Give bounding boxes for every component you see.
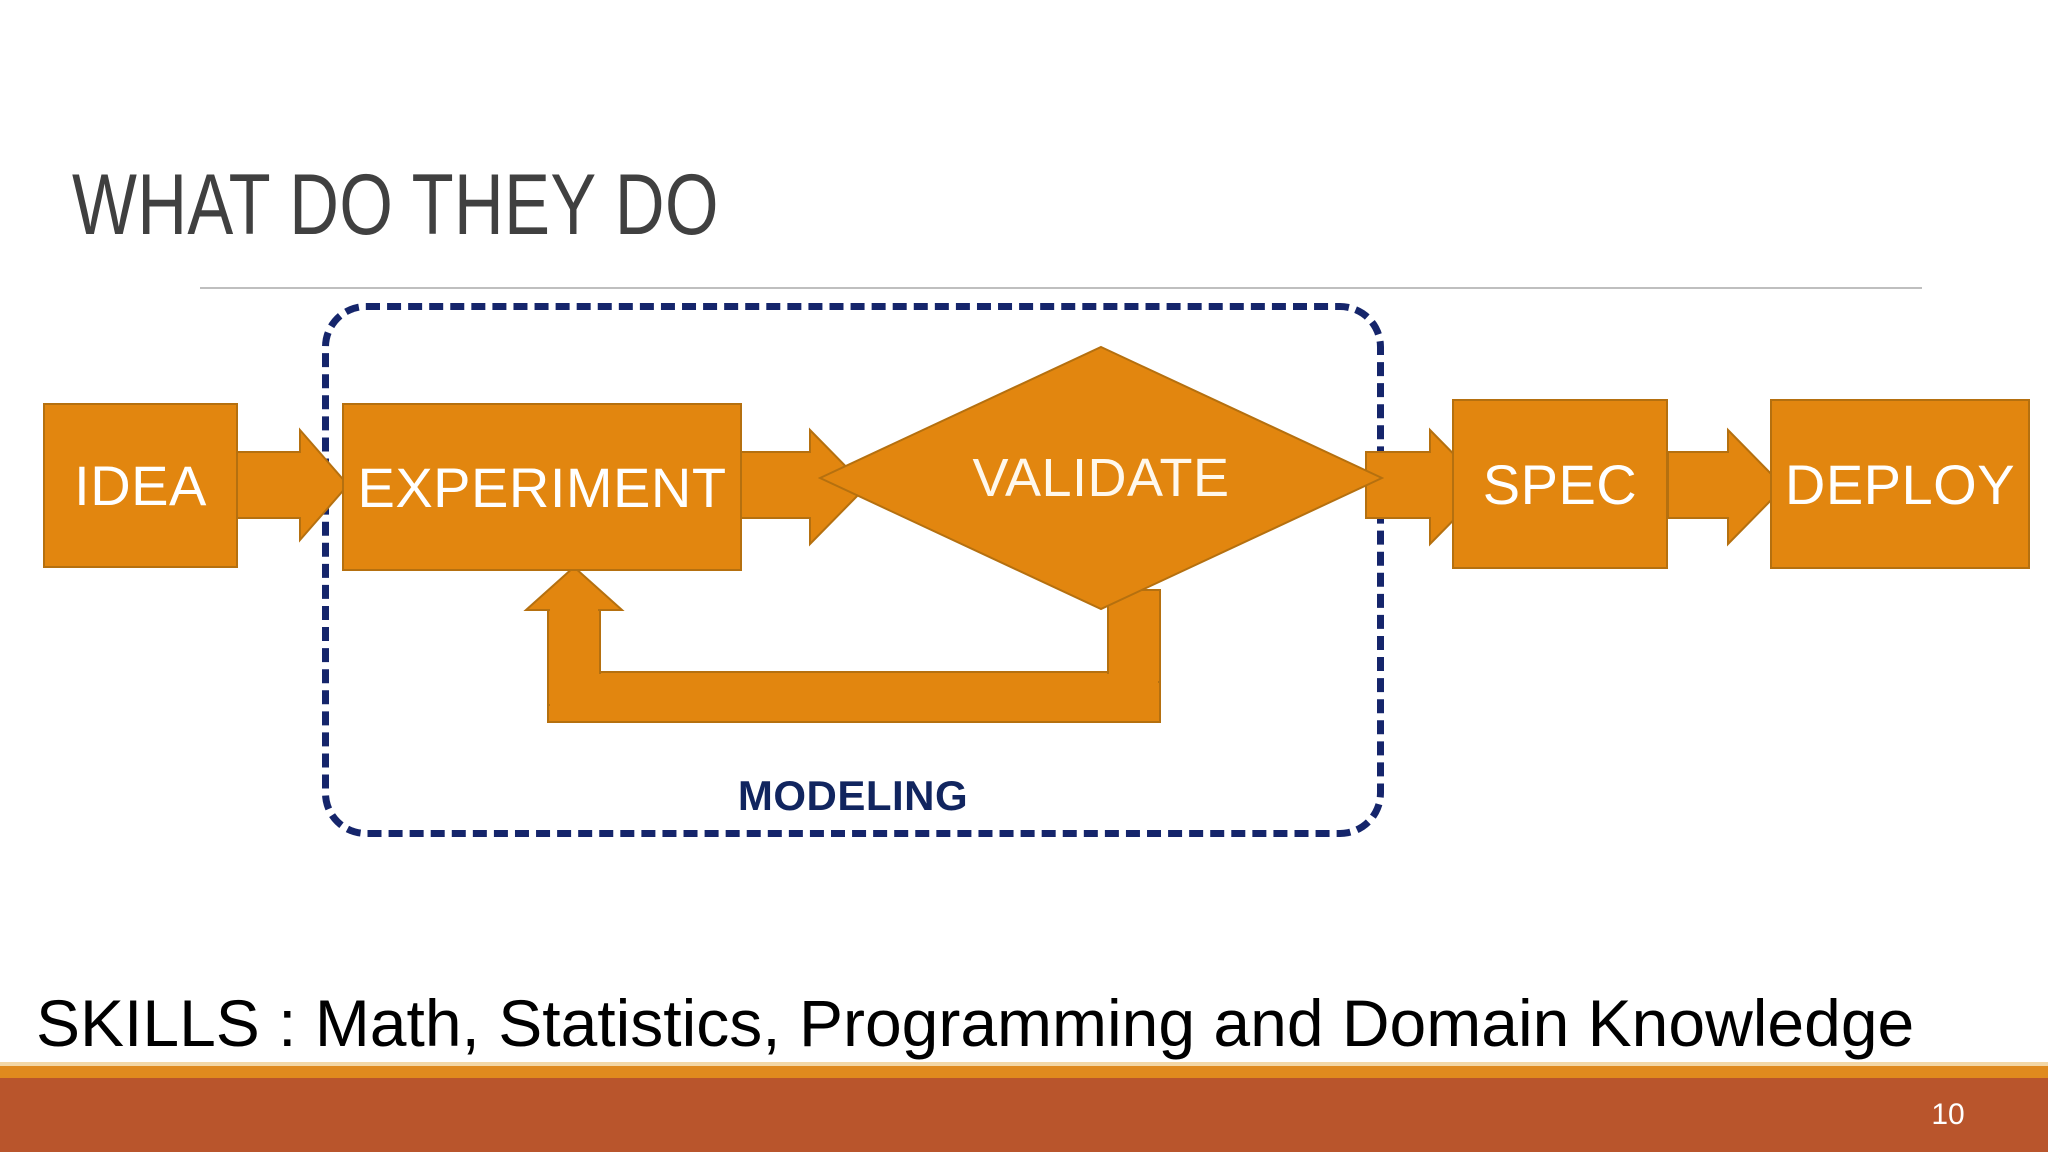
node-deploy[interactable]: DEPLOY — [1770, 399, 2030, 569]
page-number: 10 — [1931, 1098, 1965, 1131]
arrow-spec-to-deploy — [1667, 427, 1786, 547]
node-spec-label: SPEC — [1482, 452, 1638, 516]
node-experiment-label: EXPERIMENT — [357, 455, 727, 519]
node-spec[interactable]: SPEC — [1452, 399, 1668, 569]
node-deploy-label: DEPLOY — [1784, 452, 2016, 516]
page-title: WHAT DO THEY DO — [72, 157, 719, 253]
modeling-group-outline — [322, 303, 1384, 837]
node-validate[interactable] — [818, 345, 1384, 611]
node-idea[interactable]: IDEA — [43, 403, 238, 568]
node-experiment[interactable]: EXPERIMENT — [342, 403, 742, 571]
modeling-group-label: MODELING — [737, 772, 969, 819]
skills-caption: SKILLS : Math, Statistics, Programming a… — [36, 986, 1915, 1060]
footer-accent-stripe — [0, 1066, 2048, 1078]
footer-hairline — [0, 1062, 2048, 1066]
title-divider — [200, 287, 1922, 289]
footer-band — [0, 1078, 2048, 1152]
diamond-shape — [818, 345, 1384, 611]
node-idea-label: IDEA — [74, 454, 207, 517]
